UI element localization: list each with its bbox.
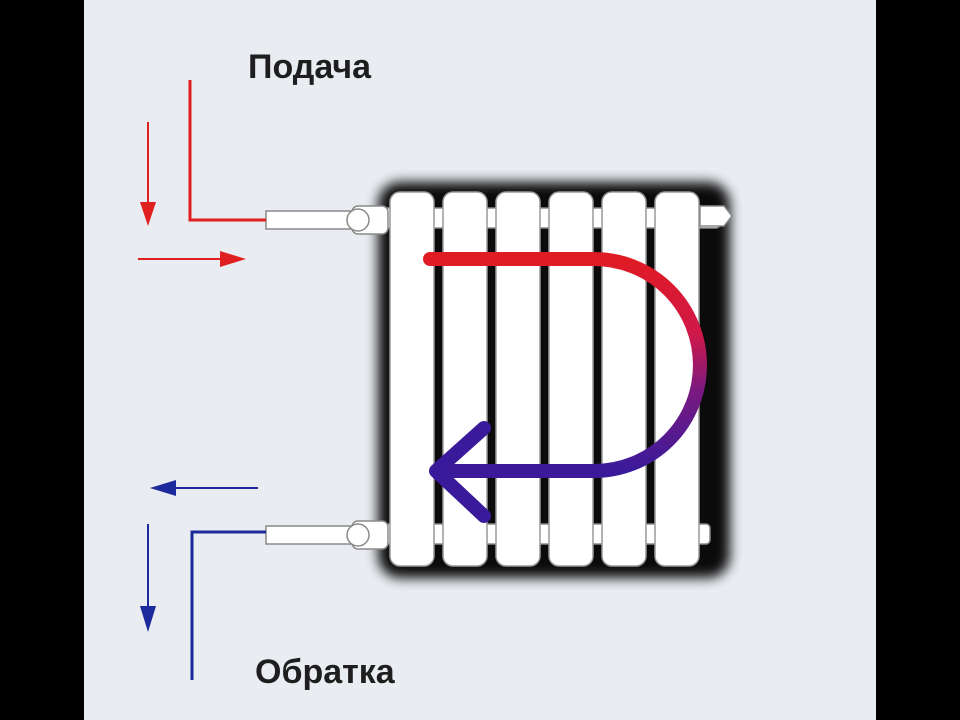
supply-right-arrow-icon — [138, 251, 246, 267]
supply-label: Подача — [248, 48, 372, 86]
radiator-section — [601, 191, 647, 567]
supply-line — [188, 80, 266, 222]
air-vent — [699, 205, 733, 227]
radiator-section — [548, 191, 594, 567]
flow-path-curved-arrow-icon — [423, 252, 707, 523]
radiator-section — [495, 191, 541, 567]
return-down-arrow-icon — [140, 524, 156, 632]
return-pipe — [265, 520, 389, 550]
return-line — [190, 530, 266, 680]
supply-down-arrow-icon — [140, 122, 156, 226]
supply-pipe — [265, 205, 389, 235]
return-left-arrow-icon — [150, 480, 258, 496]
radiator-section — [389, 191, 435, 567]
return-label: Обратка — [255, 653, 395, 691]
